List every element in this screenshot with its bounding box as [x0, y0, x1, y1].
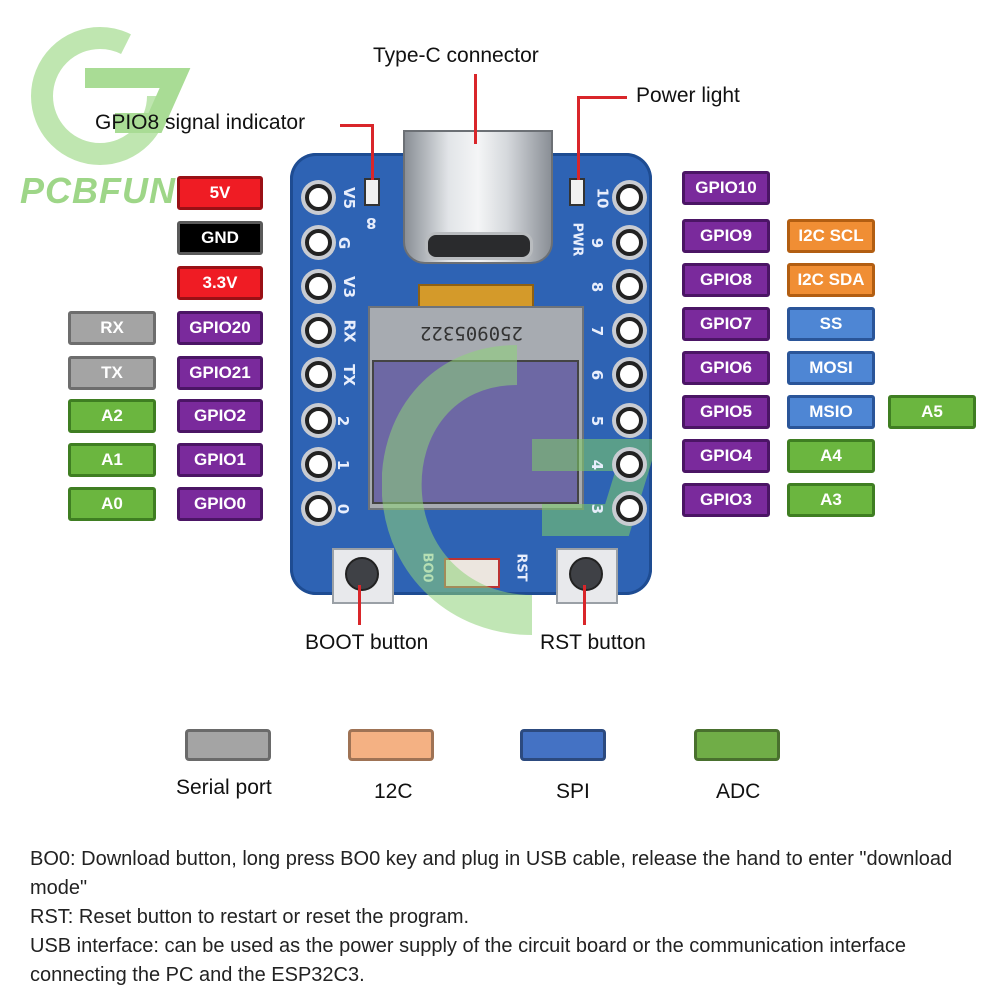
pin-hole-right-4 — [616, 361, 643, 388]
left-pin-label-2: 3.3V — [177, 266, 263, 300]
right-pin-alt-label-7: A3 — [787, 483, 875, 517]
left-pin-label-4: GPIO21 — [177, 356, 263, 390]
pcbfun-logo — [31, 27, 191, 165]
callout-line-power-h — [577, 96, 627, 99]
left-pin-label-7: GPIO0 — [177, 487, 263, 521]
right-pin-alt-label-6: A4 — [787, 439, 875, 473]
left-pin-alt-label-5: A2 — [68, 399, 156, 433]
pin-hole-right-7 — [616, 495, 643, 522]
callout-line-boot — [358, 585, 361, 625]
silk-left-5: 2 — [334, 415, 353, 427]
left-pin-label-5: GPIO2 — [177, 399, 263, 433]
left-pin-label-0: 5V — [177, 176, 263, 210]
callout-gpio8-indicator: GPIO8 signal indicator — [95, 111, 306, 134]
right-pin-alt-label-4: MOSI — [787, 351, 875, 385]
right-pin-label-7: GPIO3 — [682, 483, 770, 517]
silk-right-4: 6 — [588, 369, 607, 381]
left-pin-alt-label-6: A1 — [68, 443, 156, 477]
note-usb: USB interface: can be used as the power … — [30, 935, 907, 986]
callout-line-gpio8-v — [371, 124, 374, 180]
silk-right-2: 8 — [588, 281, 607, 293]
note-boot: BO0: Download button, long press BO0 key… — [30, 848, 953, 899]
silk-left-2: V3 — [340, 275, 359, 299]
silk-right-3: 7 — [588, 325, 607, 337]
silk-right-6: 4 — [588, 459, 607, 471]
left-pin-label-1: GND — [177, 221, 263, 255]
boot-button[interactable] — [345, 557, 379, 591]
right-pin-alt-label-3: SS — [787, 307, 875, 341]
callout-power-light: Power light — [636, 84, 740, 107]
callout-boot-button: BOOT button — [305, 631, 429, 654]
silk-right-5: 5 — [588, 415, 607, 427]
left-pin-alt-label-4: TX — [68, 356, 156, 390]
right-pin-alt-label-2: I2C SDA — [787, 263, 875, 297]
silk-left-4: TX — [339, 364, 358, 386]
oled-code-label: 250905322 — [420, 322, 523, 344]
left-pin-label-3: GPIO20 — [177, 311, 263, 345]
pin-hole-left-7 — [305, 495, 332, 522]
note-rst: RST: Reset button to restart or reset th… — [30, 906, 470, 928]
right-pin-label-4: GPIO6 — [682, 351, 770, 385]
pin-hole-right-2 — [616, 273, 643, 300]
legend-label-3: ADC — [716, 780, 761, 803]
callout-line-gpio8-h — [340, 124, 374, 127]
legend-swatch-0 — [185, 729, 271, 761]
silk-left-3: RX — [340, 319, 359, 343]
pin-hole-left-1 — [305, 229, 332, 256]
silk-left-6: 1 — [334, 459, 353, 471]
right-pin-label-0: GPIO10 — [682, 171, 770, 205]
right-pin-label-2: GPIO8 — [682, 263, 770, 297]
pin-hole-left-3 — [305, 317, 332, 344]
pin-hole-right-6 — [616, 451, 643, 478]
pin-hole-left-4 — [305, 361, 332, 388]
left-pin-label-6: GPIO1 — [177, 443, 263, 477]
right-pin-label-6: GPIO4 — [682, 439, 770, 473]
pin-hole-left-2 — [305, 273, 332, 300]
silk-right-1: 9 — [588, 237, 607, 249]
pin-hole-left-6 — [305, 451, 332, 478]
silk-right-0: 10 — [593, 187, 612, 209]
pin-hole-left-5 — [305, 407, 332, 434]
callout-rst-button: RST button — [540, 631, 646, 654]
usb-port-opening — [425, 232, 533, 260]
silk-left-1: G — [335, 236, 354, 250]
left-pin-alt-label-3: RX — [68, 311, 156, 345]
power-led — [569, 178, 585, 206]
silk-left-7: 0 — [334, 503, 353, 515]
pin-hole-right-5 — [616, 407, 643, 434]
gpio8-led — [364, 178, 380, 206]
callout-line-rst — [583, 585, 586, 625]
legend-label-2: SPI — [556, 780, 590, 803]
left-pin-alt-label-7: A0 — [68, 487, 156, 521]
callout-type-c: Type-C connector — [373, 44, 539, 67]
callout-line-typec — [474, 74, 477, 144]
pin-hole-left-0 — [305, 184, 332, 211]
rst-button[interactable] — [569, 557, 603, 591]
right-pin-alt-label-5: MSIO — [787, 395, 875, 429]
legend-label-0: Serial port — [176, 776, 272, 799]
right-pin-label-3: GPIO7 — [682, 307, 770, 341]
pin-hole-right-0 — [616, 184, 643, 211]
pin-hole-right-1 — [616, 229, 643, 256]
right-pin-label-1: GPIO9 — [682, 219, 770, 253]
legend-swatch-3 — [694, 729, 780, 761]
right-pin-alt-label-1: I2C SCL — [787, 219, 875, 253]
silk-led-pwr: PWR — [569, 222, 585, 257]
silk-left-0: V5 — [340, 186, 359, 210]
right-pin-label-5: GPIO5 — [682, 395, 770, 429]
watermark-logo — [382, 345, 652, 635]
legend-swatch-2 — [520, 729, 606, 761]
right-pin-alt2-label-5: A5 — [888, 395, 976, 429]
legend-label-1: 12C — [374, 780, 413, 803]
silk-led-8: 8 — [366, 214, 377, 232]
callout-line-power-v — [577, 96, 580, 180]
silk-right-7: 3 — [588, 503, 607, 515]
legend-swatch-1 — [348, 729, 434, 761]
pin-hole-right-3 — [616, 317, 643, 344]
pcbfun-brand-text: PCBFUN — [20, 170, 176, 211]
